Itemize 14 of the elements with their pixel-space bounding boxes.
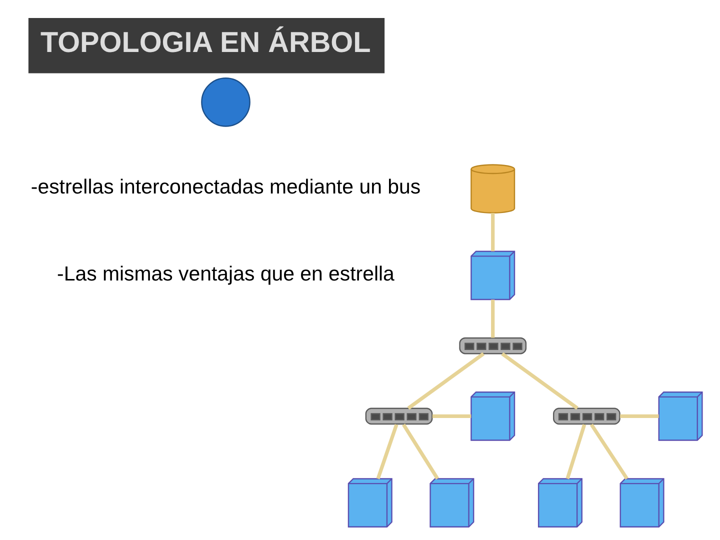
diagram-title: TOPOLOGIA EN ÁRBOL [40,26,370,59]
connector [406,352,484,410]
connector [401,424,439,480]
label: -estrellas interconectadas mediante un bus [30,176,420,199]
connector [490,213,494,252]
connector [500,352,578,410]
connector [565,424,586,480]
connector [376,424,398,480]
connector [432,414,471,418]
connector [490,300,494,338]
connector [589,424,628,480]
node-circle [200,78,250,127]
label: -Las mismas ventajas que en estrella [56,262,394,286]
connector [620,414,658,418]
